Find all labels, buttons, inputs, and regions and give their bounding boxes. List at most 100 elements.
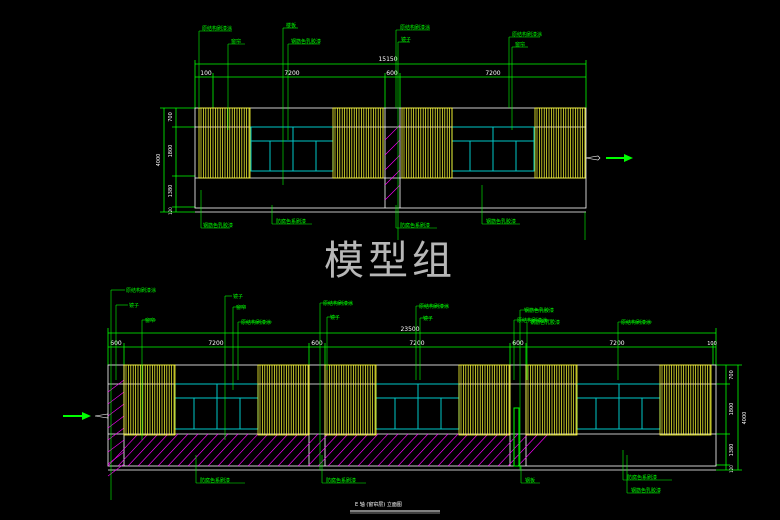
hatch-line — [367, 433, 399, 467]
hatch-line — [487, 433, 519, 467]
hatch-line — [447, 433, 479, 467]
hatch-line — [507, 433, 539, 467]
hatch-line — [127, 433, 159, 467]
elev2-label-13: 原结构刷漆涂 — [621, 319, 651, 326]
elev1-vdim-2: 1380 — [168, 185, 174, 198]
hatch-line — [237, 433, 269, 467]
elev2-label-4: 窗帘 — [236, 304, 246, 311]
elev1-curtains — [198, 107, 586, 179]
hatch-line — [477, 433, 509, 467]
elev1-label-3: 钢筋色乳胶漆 — [291, 38, 321, 45]
elev2-label-3: 镜子 — [233, 293, 243, 300]
curtain — [525, 364, 578, 436]
elev1-windows — [250, 126, 535, 172]
elev1-vdim-1: 1800 — [168, 145, 174, 158]
hatch-line — [397, 433, 429, 467]
elev1-vdim-4: 4000 — [156, 154, 162, 167]
elev2-label-9: 镜子 — [423, 315, 433, 322]
hatch-line — [347, 433, 379, 467]
elev1-vdim-3: 120 — [168, 207, 173, 215]
elev2-vdim-4: 4000 — [742, 412, 748, 425]
curtain — [534, 107, 586, 179]
hatch-line — [287, 433, 319, 467]
hatch-line — [337, 433, 369, 467]
hatch-line — [427, 433, 459, 467]
hatch-line — [467, 433, 499, 467]
curtain — [458, 364, 511, 436]
elev2-label-11: 原结构刷漆涂 — [517, 317, 547, 324]
hatch-line — [107, 379, 125, 393]
elev2-dim-2: 600 — [311, 340, 323, 347]
elev2-dim-3: 7200 — [409, 340, 424, 347]
hatch-line — [267, 433, 299, 467]
hatch-line — [107, 451, 125, 465]
elev1-label-7: 窗帘 — [515, 41, 525, 48]
hatch-line — [227, 433, 259, 467]
hatch-line — [297, 433, 329, 467]
hatch-line — [387, 433, 419, 467]
elev1-label-2: 楼板 — [286, 22, 296, 29]
elev1-label-5: 镜子 — [401, 36, 411, 43]
hatch-line — [317, 433, 349, 467]
elev2-curtains — [123, 364, 712, 436]
elev2-blabel-4: 钢筋色乳胶漆 — [631, 487, 661, 494]
curtain — [123, 364, 176, 436]
elev2-vdim-2: 1380 — [729, 444, 735, 457]
hatch-line — [407, 433, 439, 467]
elev1-blabel-1: 防腐色系刷漆 — [276, 218, 306, 225]
elev2-caption: E 轴 (窗帘层) 立面图 — [355, 501, 402, 508]
elev1-blabel-0: 钢筋色乳胶漆 — [203, 222, 233, 229]
hatch-line — [457, 433, 489, 467]
elev2-total-dim: 23500 — [400, 326, 419, 333]
elev1-blabel-2: 防腐色系刷漆 — [400, 222, 430, 229]
hatch-line — [107, 433, 139, 467]
elev2-label-1: 镜子 — [129, 302, 139, 309]
elev1-dim-1: 7200 — [284, 70, 299, 77]
elev2-label-10: 钢筋色乳胶漆 — [524, 307, 554, 314]
elev2-dim-6: 100 — [707, 341, 717, 347]
elev2-vdim-1: 1800 — [729, 403, 735, 416]
elev2-blabel-1: 防腐色系刷漆 — [326, 477, 356, 484]
hatch-line — [247, 433, 279, 467]
elev2-label-2: 窗帘 — [145, 317, 155, 324]
hatch-line — [187, 433, 219, 467]
elev2-label-6: 原结构刷漆涂 — [323, 300, 353, 307]
elev1-dimension-line — [194, 60, 587, 108]
elev2-leaders-bottom — [195, 450, 672, 494]
elev2-label-12: 钢筋色乳胶漆 — [530, 319, 560, 326]
elev1-dim-3: 7200 — [485, 70, 500, 77]
hatch-line — [377, 433, 409, 467]
hatch-line — [107, 463, 125, 477]
elevation-1: 15150 100 7200 600 7200 700 1800 1380 12… — [156, 22, 633, 240]
hatch-line — [107, 403, 125, 417]
elev2-label-8: 原结构刷漆涂 — [419, 303, 449, 310]
elev1-dim-0: 100 — [200, 70, 212, 77]
hatch-line — [107, 439, 125, 453]
curtain — [324, 364, 377, 436]
curtain — [257, 364, 310, 436]
hatch-line — [157, 433, 189, 467]
hatch-line — [307, 433, 339, 467]
hatch-line — [177, 433, 209, 467]
hatch-line — [437, 433, 469, 467]
hatch-line — [107, 391, 125, 405]
hatch-line — [167, 433, 199, 467]
elev1-dim-2: 600 — [386, 70, 398, 77]
elev1-blabel-3: 钢筋色乳胶漆 — [486, 218, 516, 225]
hatch-line — [217, 433, 249, 467]
elev2-arrow-icon — [63, 412, 109, 420]
elev1-label-6: 原结构刷漆涂 — [512, 31, 542, 38]
hatch-line — [107, 415, 125, 429]
elev2-label-7: 镜子 — [330, 314, 340, 321]
hatch-line — [277, 433, 309, 467]
elev1-vertical-dims — [160, 107, 195, 213]
hatch-line — [417, 433, 449, 467]
elev2-blabel-3: 防腐色系刷漆 — [627, 474, 657, 481]
elev2-dim-1: 7200 — [208, 340, 223, 347]
curtain — [659, 364, 712, 436]
hatch-line — [517, 433, 549, 467]
elev2-dim-4: 600 — [512, 340, 524, 347]
elev2-dim-5: 7200 — [609, 340, 624, 347]
elev2-vdim-3: 120 — [729, 465, 734, 473]
